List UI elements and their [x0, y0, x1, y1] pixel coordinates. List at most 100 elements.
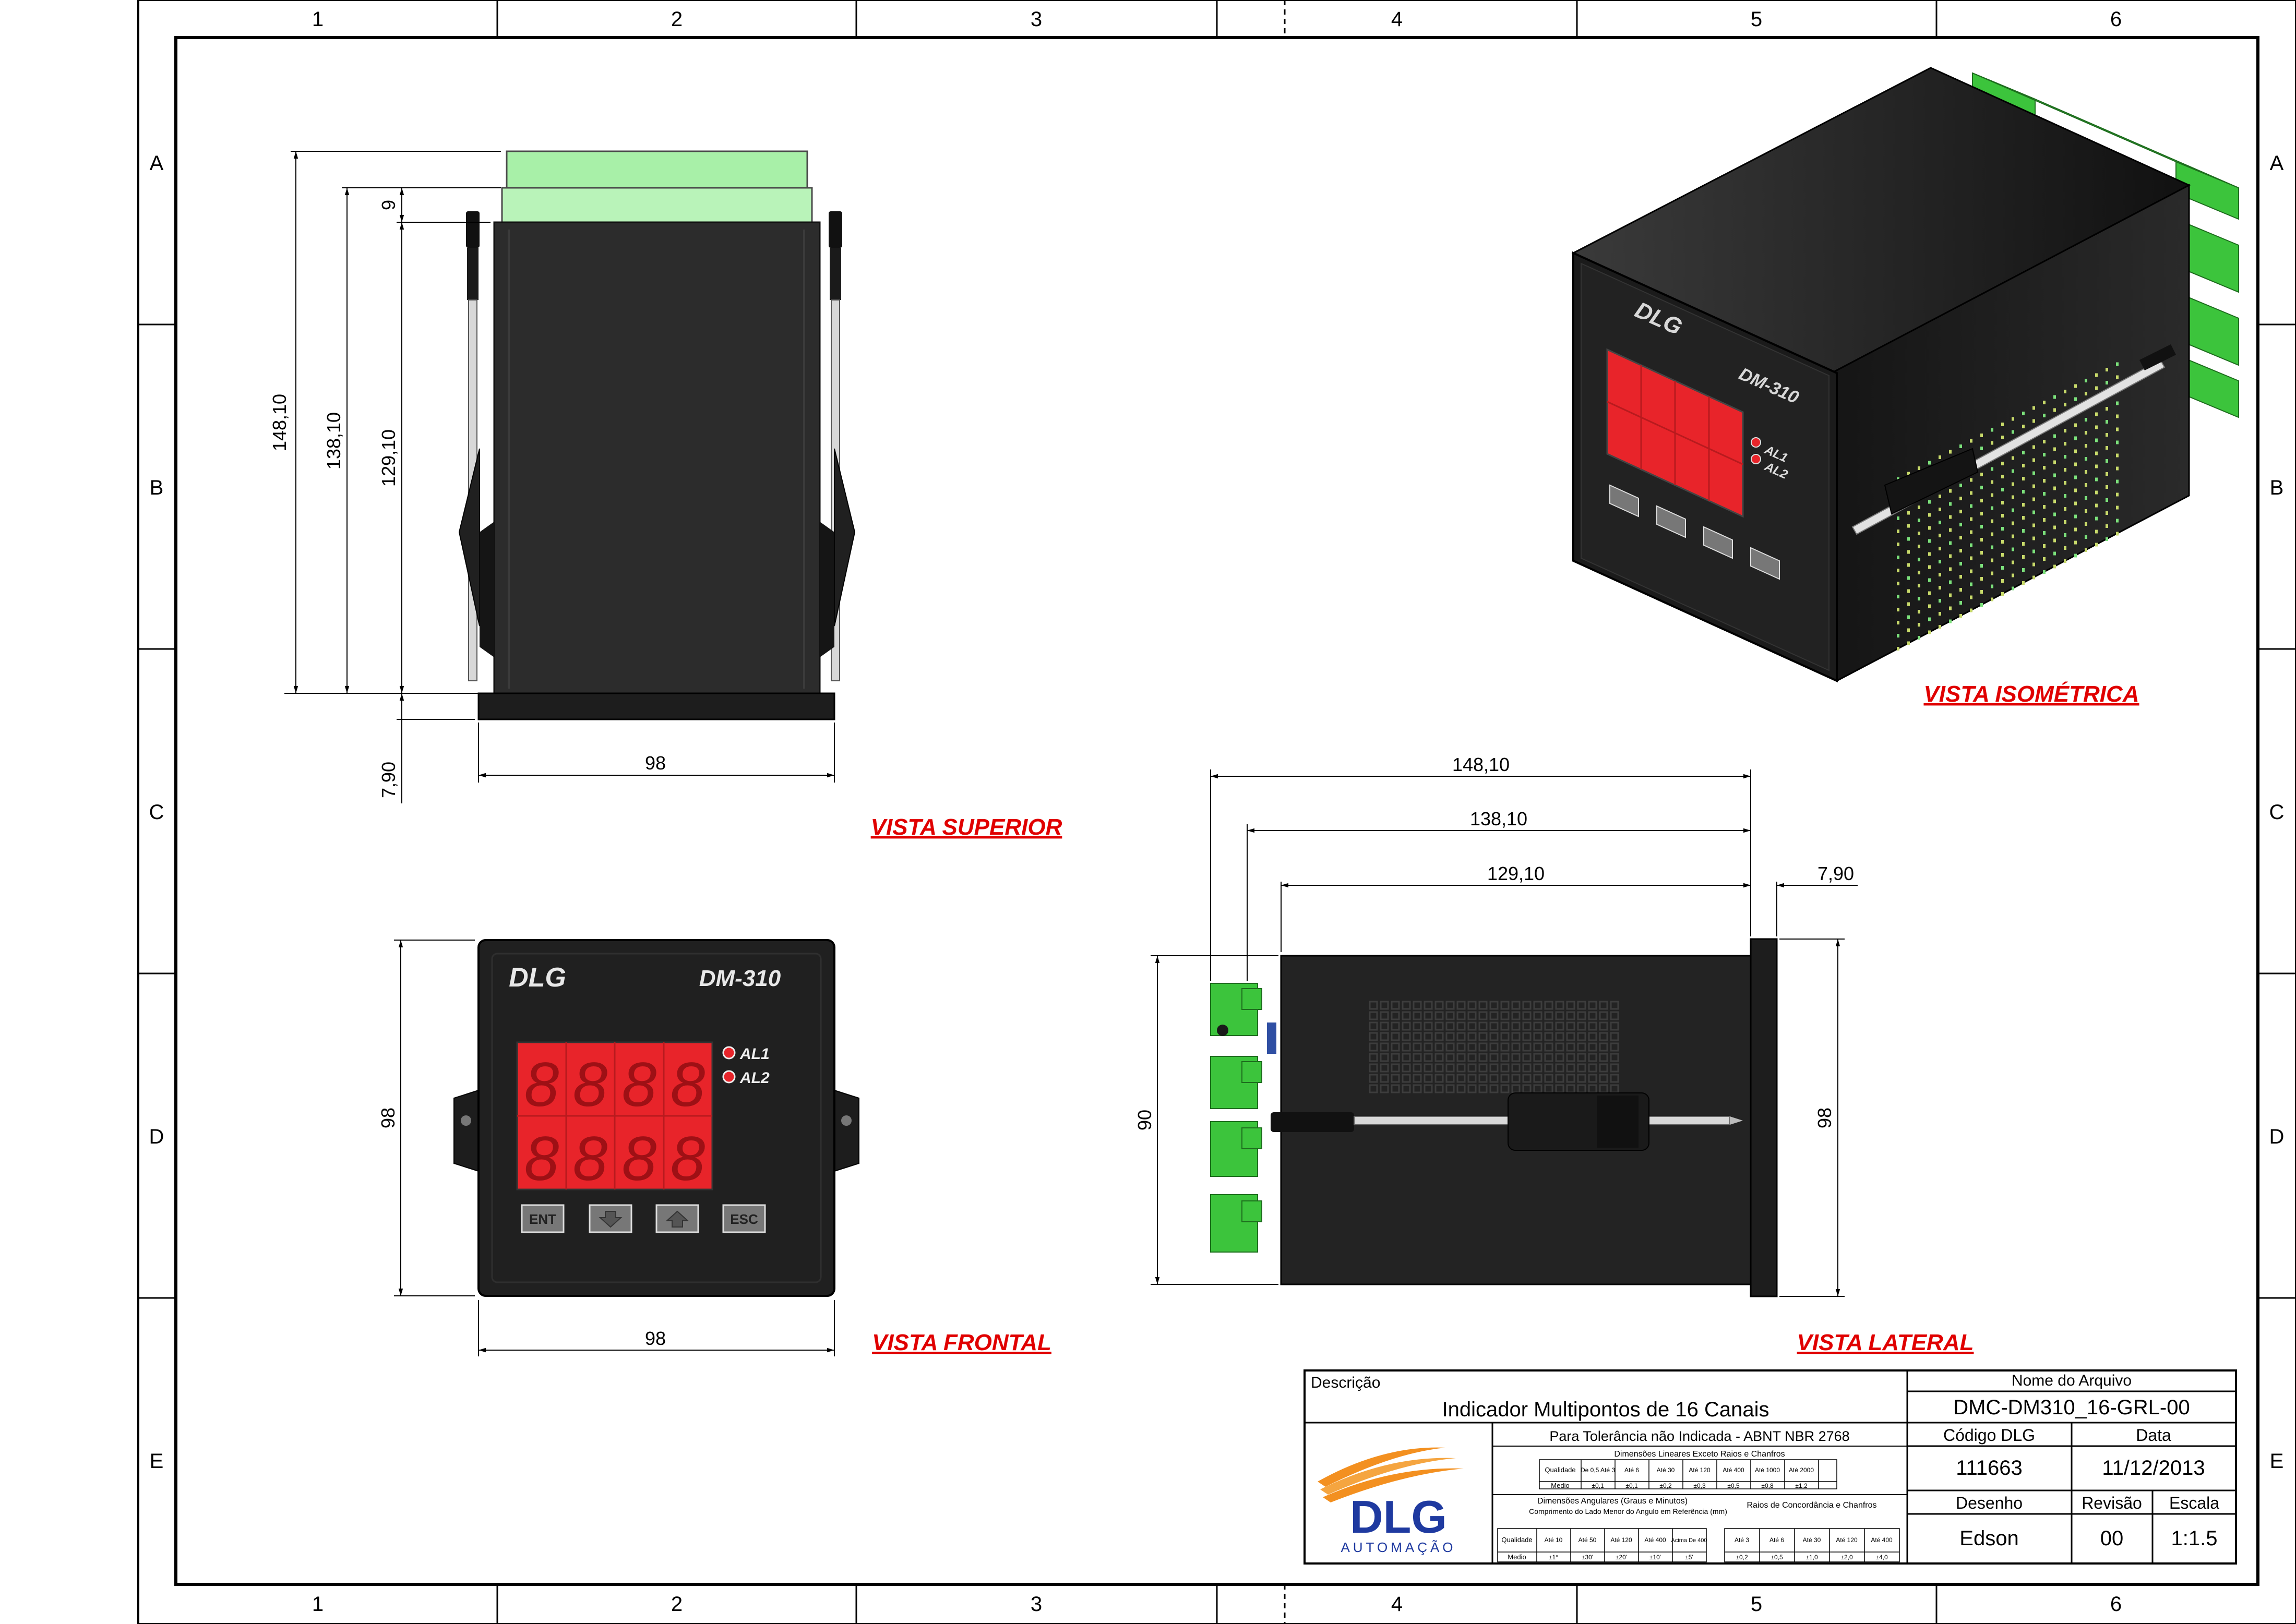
vent-hole [1522, 1042, 1532, 1052]
iso-vent-dot [1928, 578, 1931, 582]
vent-hole [1522, 1063, 1532, 1073]
iso-vent-dot [1980, 447, 1983, 450]
iso-vent-dot [1991, 597, 1993, 602]
iso-vent-dot [2001, 527, 2004, 531]
vent-hole [1566, 1011, 1575, 1020]
iso-vent-dot [2074, 423, 2077, 427]
lin-r5: Até 1000 [1755, 1466, 1780, 1474]
vent-hole [1445, 1011, 1455, 1020]
iso-vent-dot [2053, 434, 2056, 438]
iso-vent-dot [2064, 494, 2066, 498]
vent-hole [1522, 1053, 1532, 1062]
vent-hole [1369, 1042, 1378, 1052]
logo-sub: AUTOMAÇÃO [1341, 1539, 1456, 1555]
vent-hole [1489, 1053, 1499, 1062]
iso-vent-dot [1939, 625, 1941, 629]
iso-vent-dot [2106, 446, 2108, 450]
front-view: DLG DM-310 8 8 8 8 8 8 8 8 AL1 AL2 ENT E… [377, 939, 1051, 1356]
vent-hole [1456, 1063, 1466, 1073]
iso-vent-dot [2106, 433, 2108, 437]
iso-vent-dot [1980, 434, 1983, 437]
vent-hole [1478, 1011, 1488, 1020]
iso-vent-dot [2043, 505, 2046, 509]
iso-vent-dot [2022, 542, 2025, 546]
vent-hole [1413, 1021, 1422, 1031]
vent-hole [1380, 1074, 1389, 1083]
dim-front-h: 98 [377, 1108, 399, 1128]
lin-r0: De 0,5 Até 3 [1581, 1466, 1615, 1474]
iso-vent-dot [2001, 501, 2004, 504]
iso-vent-dot [1970, 569, 1972, 573]
iso-vent-dot [2095, 490, 2098, 495]
iso-vent-dot [2106, 407, 2108, 411]
ang-r1: Até 50 [1578, 1536, 1597, 1544]
iso-vent-dot [2095, 386, 2098, 390]
iso-vent-dot [2064, 403, 2066, 406]
iso-vent-dot [2053, 525, 2056, 530]
view-title-top: VISTA SUPERIOR [871, 814, 1062, 840]
vent-hole [1610, 1011, 1619, 1020]
vent-hole [1588, 1011, 1597, 1020]
iso-vent-dot [2085, 496, 2087, 500]
vent-hole [1391, 1053, 1400, 1062]
iso-vent-dot [1980, 603, 1983, 607]
iso-vent-dot [1918, 636, 1920, 640]
iso-vent-dot [2106, 498, 2108, 502]
vent-hole [1380, 1042, 1389, 1052]
iso-vent-dot [2106, 524, 2108, 528]
vent-hole [1577, 1042, 1586, 1052]
iso-vent-dot [2022, 412, 2025, 415]
iso-vent-dot [1949, 450, 1952, 454]
rad-v2: ±1,0 [1805, 1554, 1818, 1561]
vent-hole [1577, 1032, 1586, 1041]
iso-vent-dot [2095, 425, 2098, 429]
vent-hole [1544, 1063, 1553, 1073]
lin-r6: Até 2000 [1789, 1466, 1814, 1474]
vent-hole [1445, 1042, 1455, 1052]
vent-hole [1413, 1011, 1422, 1020]
iso-vent-dot [1980, 486, 1983, 489]
iso-vent-dot [1918, 571, 1920, 574]
iso-vent-dot [1959, 444, 1962, 448]
ang-r4: Acima De 400 [1671, 1537, 1707, 1544]
vent-hole [1599, 1042, 1608, 1052]
iso-vent-dot [2043, 544, 2046, 548]
vent-hole [1577, 1021, 1586, 1031]
vent-hole [1544, 1011, 1553, 1020]
iso-vent-dot [2116, 362, 2119, 366]
vent-hole [1588, 1032, 1597, 1041]
vent-hole [1500, 1032, 1510, 1041]
ang-r2: Até 120 [1610, 1536, 1632, 1544]
iso-vent-dot [1949, 580, 1952, 584]
ang-v3: ±10' [1649, 1554, 1661, 1561]
iso-vent-dot [1897, 621, 1899, 624]
zone-bottom-5: 5 [1751, 1593, 1762, 1616]
iso-vent-dot [1980, 551, 1983, 555]
vent-hole [1610, 1021, 1619, 1031]
lin-v5: ±0,8 [1761, 1482, 1774, 1489]
vent-hole [1402, 1074, 1411, 1083]
vent-hole [1467, 1063, 1477, 1073]
vent-hole [1588, 1074, 1597, 1083]
iso-vent-dot [2032, 523, 2035, 527]
iso-vent-dot [1939, 560, 1941, 563]
iso-vent-dot [1907, 524, 1910, 528]
vent-hole [1424, 1001, 1433, 1010]
ent-button-label: ENT [529, 1211, 556, 1227]
iso-vent-dot [2043, 414, 2046, 417]
iso-vent-dot [2095, 373, 2098, 377]
lin-v1: ±0,1 [1625, 1482, 1638, 1489]
iso-vent-dot [2095, 451, 2098, 455]
vent-hole [1500, 1021, 1510, 1031]
vent-hole [1478, 1032, 1488, 1041]
rad-v3: ±2,0 [1840, 1554, 1853, 1561]
lin-r3: Até 120 [1689, 1466, 1711, 1474]
vent-hole [1544, 1032, 1553, 1041]
codigo-value: 111663 [1956, 1457, 2023, 1479]
lin-r4: Até 400 [1723, 1466, 1744, 1474]
vent-hole [1380, 1011, 1389, 1020]
vent-grid [1369, 1001, 1619, 1093]
rad-r1: Até 6 [1769, 1536, 1784, 1544]
iso-view: DLG DM-310 AL1 AL2 VISTA ISOMÉTRICA [1571, 67, 2239, 707]
up-arrow-icon [665, 1210, 689, 1228]
